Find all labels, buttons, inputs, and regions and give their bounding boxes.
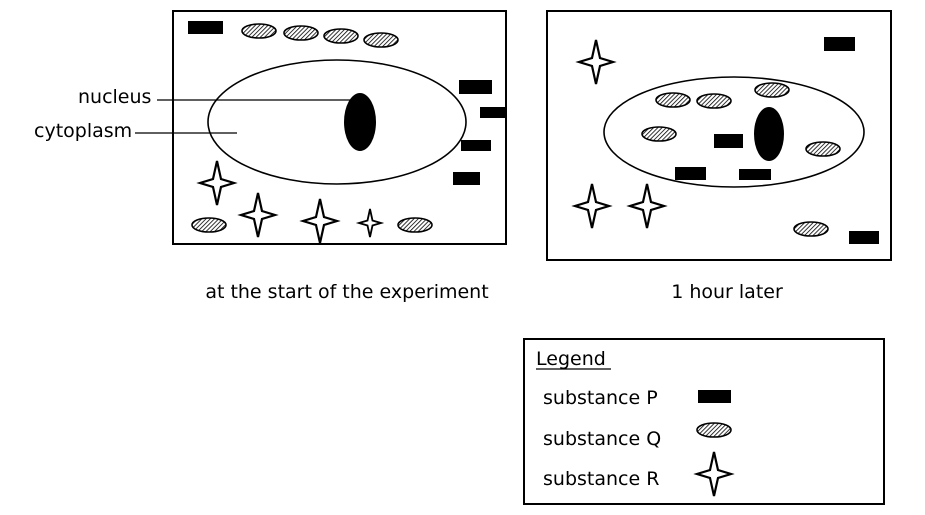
nucleus-label: nucleus	[78, 86, 151, 108]
substance-q-particle	[241, 23, 277, 39]
cytoplasm-label: cytoplasm	[34, 120, 132, 142]
legend-title: Legend	[536, 348, 606, 370]
substance-p-particle	[459, 80, 492, 94]
substance-q-particle	[805, 141, 841, 157]
substance-p-particle	[824, 37, 855, 51]
substance-p-particle	[675, 167, 706, 180]
substance-p-particle	[714, 134, 743, 148]
substance-p-particle	[188, 21, 223, 34]
later-caption: 1 hour later	[671, 281, 783, 303]
later-nucleus	[754, 107, 784, 161]
substance-q-particle	[397, 217, 433, 233]
legend-r-label: substance R	[543, 468, 659, 490]
start-panel	[172, 10, 507, 245]
substance-q-particle	[754, 82, 790, 98]
substance-q-particle	[793, 221, 829, 237]
legend: Legend substance P substance Q substance…	[523, 338, 885, 505]
substance-q-particle	[323, 28, 359, 44]
later-panel	[546, 10, 892, 261]
legend-p-label: substance P	[543, 387, 658, 409]
start-nucleus	[344, 93, 376, 151]
substance-p-particle	[461, 140, 491, 151]
substance-q-particle	[363, 32, 399, 48]
legend-q-swatch	[696, 422, 732, 438]
start-caption: at the start of the experiment	[205, 281, 488, 303]
substance-q-particle	[283, 25, 319, 41]
substance-p-particle	[480, 107, 506, 118]
legend-p-swatch	[698, 390, 731, 403]
substance-q-particle	[655, 92, 691, 108]
legend-q-label: substance Q	[543, 428, 661, 450]
start-cell-membrane	[207, 59, 467, 185]
substance-q-particle	[191, 217, 227, 233]
substance-p-particle	[849, 231, 879, 244]
substance-q-particle	[641, 126, 677, 142]
substance-p-particle	[739, 169, 771, 180]
substance-p-particle	[453, 172, 480, 185]
substance-q-particle	[696, 93, 732, 109]
